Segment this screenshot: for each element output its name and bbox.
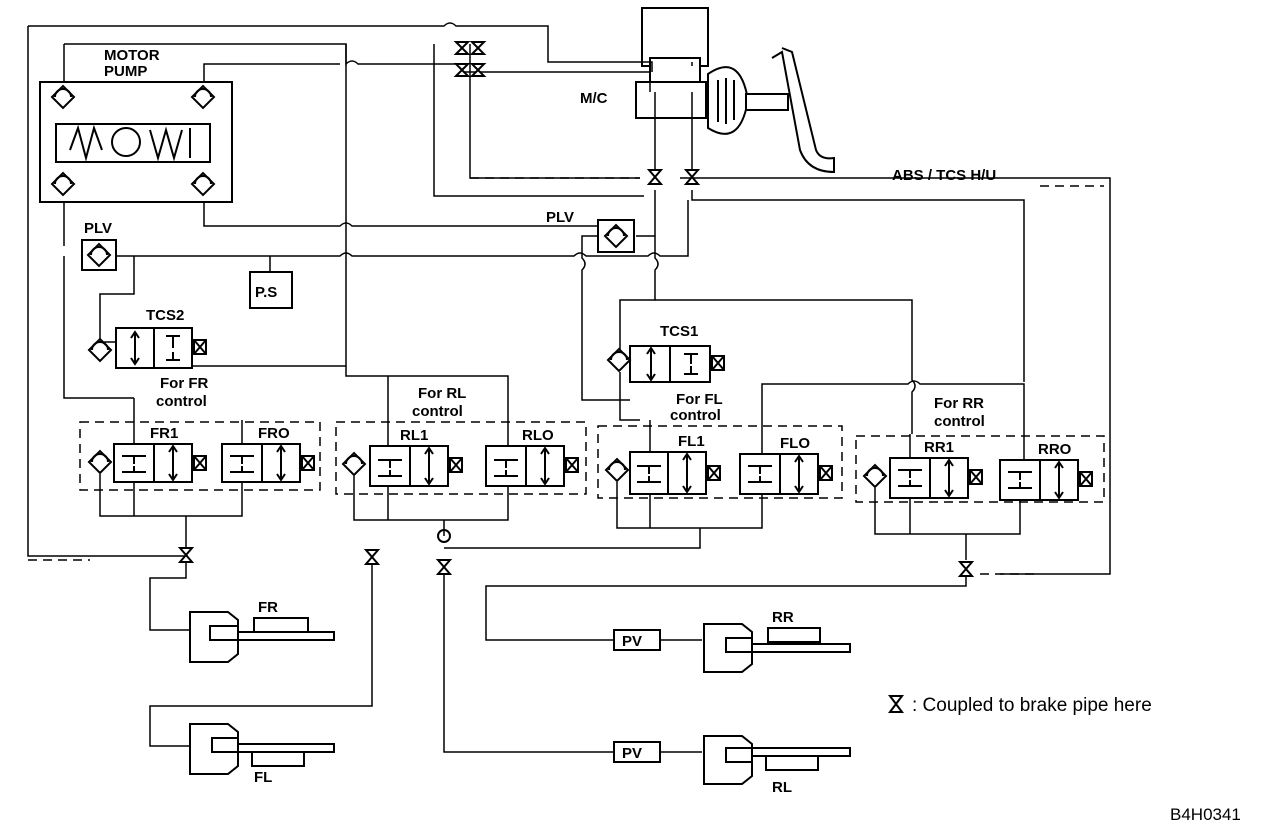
coupler-symbols [177,41,975,577]
fr1-label: FR1 [150,425,178,442]
fro-label: FRO [258,425,290,442]
fr-inlet-valve: FR1 [87,425,207,483]
fl1-label: FL1 [678,433,705,450]
upper-piping [27,22,1111,575]
plv-valve-right: PLV [546,209,635,253]
pv-rr-label: PV [622,633,642,650]
wheel-fl: FL [189,723,335,786]
legend-text: : Coupled to brake pipe here [912,695,1152,716]
rlo-label: RLO [522,427,554,444]
plv-left-label: PLV [84,220,112,237]
wheel-lines [149,562,967,753]
wheel-rl-label: RL [772,779,792,796]
motor-pump: MOTOR PUMP [39,47,233,203]
legend: : Coupled to brake pipe here [888,695,1152,716]
figure-code: B4H0341 [1170,805,1241,824]
fl-outlet-valve: FLO [739,435,833,495]
fr-outlet-valve: FRO [221,425,315,483]
plv-right-label: PLV [546,209,574,226]
pressure-switch-label: P.S [255,284,277,301]
plv-valve-left: PLV [81,220,117,271]
for-rl-label-line2: control [412,403,463,420]
tcs2-valve: TCS2 [63,256,207,399]
master-cylinder-assembly: M/C [580,7,835,174]
rl-outlet-valve: RLO [485,427,579,487]
wheel-rl: RL [703,735,851,796]
wheel-rr-label: RR [772,609,794,626]
flo-label: FLO [780,435,810,452]
for-fl-label-line2: control [670,407,721,424]
rr1-label: RR1 [924,439,954,456]
motor-pump-label-line1: MOTOR [104,47,160,64]
rr-outlet-valve: RRO [999,441,1093,501]
wheel-fl-label: FL [254,769,272,786]
tcs1-label: TCS1 [660,323,698,340]
wheel-fr: FR [189,599,335,663]
rro-label: RRO [1038,441,1072,458]
rl1-label: RL1 [400,427,428,444]
rl-inlet-valve: RL1 [341,427,463,487]
check-valve-icon [50,84,216,197]
for-fr-label-line2: control [156,393,207,410]
fl-inlet-valve: FL1 [604,433,721,495]
lower-piping [99,366,1025,560]
wheel-rr: RR [703,609,851,673]
pressure-switch: P.S [249,256,293,309]
for-fl-label-line1: For FL [676,391,723,408]
rr-inlet-valve: RR1 [862,439,983,499]
pv-rr: PV [613,629,661,651]
for-rl-label-line1: For RL [418,385,466,402]
motor-pump-label-line2: PUMP [104,63,147,80]
for-rr-label-line2: control [934,413,985,430]
pv-rl: PV [613,741,661,763]
pv-rl-label: PV [622,745,642,762]
master-cylinder-label: M/C [580,90,608,107]
for-rr-label-line1: For RR [934,395,984,412]
tcs2-label: TCS2 [146,307,184,324]
tcs1-valve: TCS1 [606,323,725,421]
for-fr-label-line1: For FR [160,375,208,392]
abs-tcs-hu-label: ABS / TCS H/U [892,167,996,184]
wheel-fr-label: FR [258,599,278,616]
coupler-legend-icon [888,695,904,713]
